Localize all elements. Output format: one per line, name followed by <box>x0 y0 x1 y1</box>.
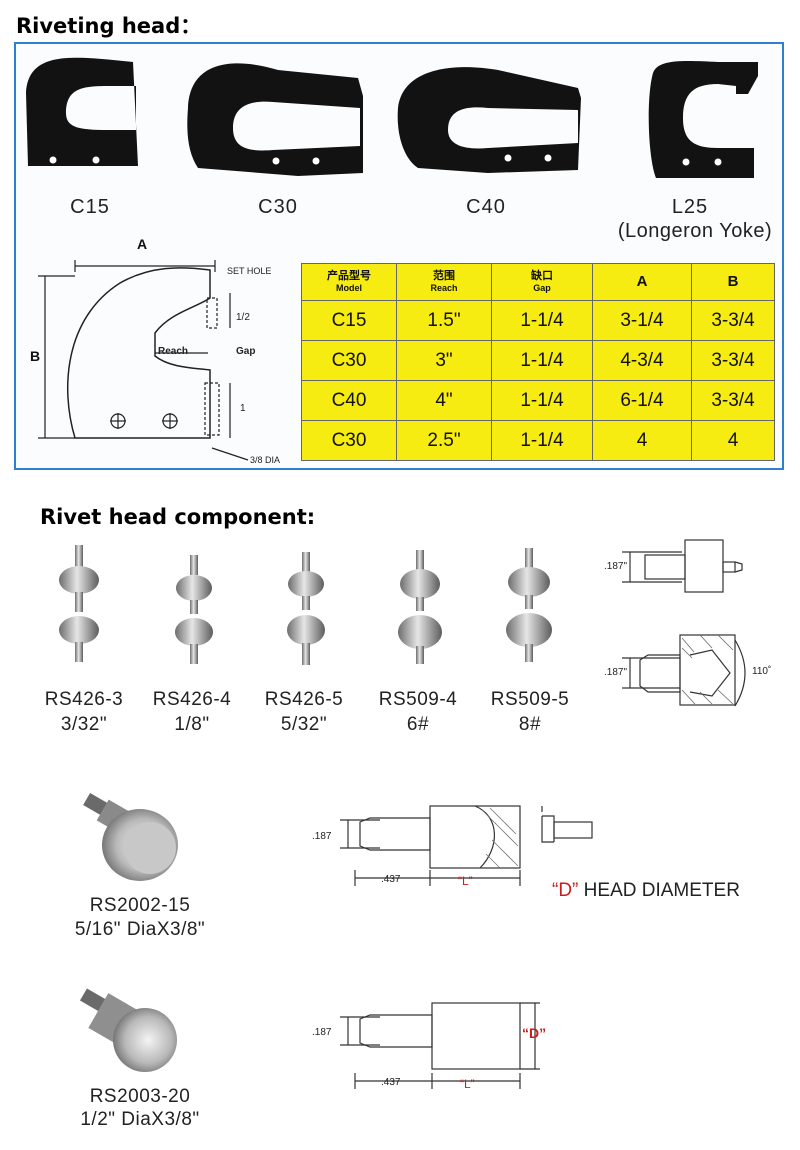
side-dim-2: .187" <box>604 667 628 678</box>
cell-model: C30 <box>301 420 397 461</box>
component-3-size: 5/32" <box>280 714 328 735</box>
head-silhouettes <box>26 57 758 178</box>
cell-b: 4 <box>691 420 775 461</box>
cell-b: 3-3/4 <box>691 340 775 381</box>
table-row: C30 2.5" 1-1/4 4 4 <box>301 420 775 461</box>
side-drawings <box>622 539 746 707</box>
profile1-head-diameter: “D” HEAD DIAMETER <box>552 880 740 902</box>
cell-a: 4-3/4 <box>592 340 692 381</box>
component-4-size: 6# <box>406 714 430 735</box>
table-row: C30 3" 1-1/4 4-3/4 3-3/4 <box>301 340 775 381</box>
profile1-l1: .437 <box>381 874 401 885</box>
dim-one: 1 <box>240 403 246 414</box>
head-l25-label: L25 <box>671 196 709 218</box>
head-l25 <box>648 61 758 178</box>
head-c40-label: C40 <box>466 196 506 218</box>
rivet-component-title: Rivet head component: <box>40 505 316 529</box>
dim-a: A <box>137 236 148 252</box>
profile1-head-d: “D” <box>552 880 579 901</box>
riveting-head-title: Riveting head： <box>16 14 202 38</box>
dim-b: B <box>30 348 41 364</box>
component-2-model: RS426-4 <box>152 689 232 710</box>
cell-model: C15 <box>301 300 397 341</box>
cell-model: C30 <box>301 340 397 381</box>
big-component-2-photo <box>79 988 177 1072</box>
head-c15-label: C15 <box>70 196 110 218</box>
cell-a: 6-1/4 <box>592 380 692 421</box>
side-dim-1: .187" <box>604 561 628 572</box>
cell-reach: 4" <box>396 380 492 421</box>
cell-gap: 1-1/4 <box>491 340 593 381</box>
dim-half: 1/2 <box>236 312 250 323</box>
profile1-l2: “L” <box>458 874 473 888</box>
component-pair-3 <box>287 552 325 665</box>
dim-gap: Gap <box>236 346 256 357</box>
dimension-diagram <box>38 260 249 461</box>
profile-drawing-1 <box>340 805 593 886</box>
col-a: A <box>592 263 692 301</box>
big-component-2-size: 1/2" DiaX3/8" <box>80 1109 200 1130</box>
big-component-1-photo <box>83 792 178 881</box>
component-4-model: RS509-4 <box>378 689 458 710</box>
head-l25-sublabel: (Longeron Yoke) <box>617 220 773 242</box>
profile2-d: .187 <box>312 1027 332 1038</box>
cell-reach: 3" <box>396 340 492 381</box>
big-component-1-model: RS2002-15 <box>89 895 191 916</box>
cell-b: 3-3/4 <box>691 380 775 421</box>
head-c30-label: C30 <box>258 196 298 218</box>
component-5-size: 8# <box>518 714 542 735</box>
dim-reach: Reach <box>158 346 189 357</box>
side-angle: 110˚ <box>752 666 772 677</box>
component-3-model: RS426-5 <box>264 689 344 710</box>
profile1-d: .187 <box>312 831 332 842</box>
component-pair-4 <box>398 550 442 664</box>
cell-a: 4 <box>592 420 692 461</box>
head-c30 <box>187 63 363 177</box>
col-b: B <box>691 263 775 301</box>
component-pair-2 <box>175 555 213 664</box>
cell-reach: 2.5" <box>396 420 492 461</box>
big-component-1-size: 5/16" DiaX3/8" <box>74 919 206 940</box>
component-photos <box>59 545 552 665</box>
component-2-size: 1/8" <box>174 714 210 735</box>
dim-set-hole: SET HOLE <box>227 266 272 276</box>
cell-reach: 1.5" <box>396 300 492 341</box>
dim-dia: 3/8 DIA <box>250 455 281 465</box>
profile1-head-text: HEAD DIAMETER <box>578 880 740 901</box>
profile2-l1: .437 <box>381 1077 401 1088</box>
table-row: C15 1.5" 1-1/4 3-1/4 3-3/4 <box>301 300 775 341</box>
component-pair-1 <box>59 545 99 662</box>
component-5-model: RS509-5 <box>490 689 570 710</box>
cell-gap: 1-1/4 <box>491 420 593 461</box>
component-1-size: 3/32" <box>60 714 108 735</box>
table-row: C40 4" 1-1/4 6-1/4 3-3/4 <box>301 380 775 421</box>
cell-gap: 1-1/4 <box>491 300 593 341</box>
component-1-model: RS426-3 <box>44 689 124 710</box>
big-component-2-model: RS2003-20 <box>89 1086 191 1107</box>
profile2-l2: “L” <box>460 1077 475 1091</box>
head-c15 <box>26 57 138 167</box>
cell-model: C40 <box>301 380 397 421</box>
component-pair-5 <box>506 548 552 662</box>
cell-a: 3-1/4 <box>592 300 692 341</box>
profile-drawing-2 <box>340 1002 540 1089</box>
head-c40 <box>397 67 581 173</box>
cell-gap: 1-1/4 <box>491 380 593 421</box>
profile2-head-d: “D” <box>522 1025 547 1041</box>
cell-b: 3-3/4 <box>691 300 775 341</box>
